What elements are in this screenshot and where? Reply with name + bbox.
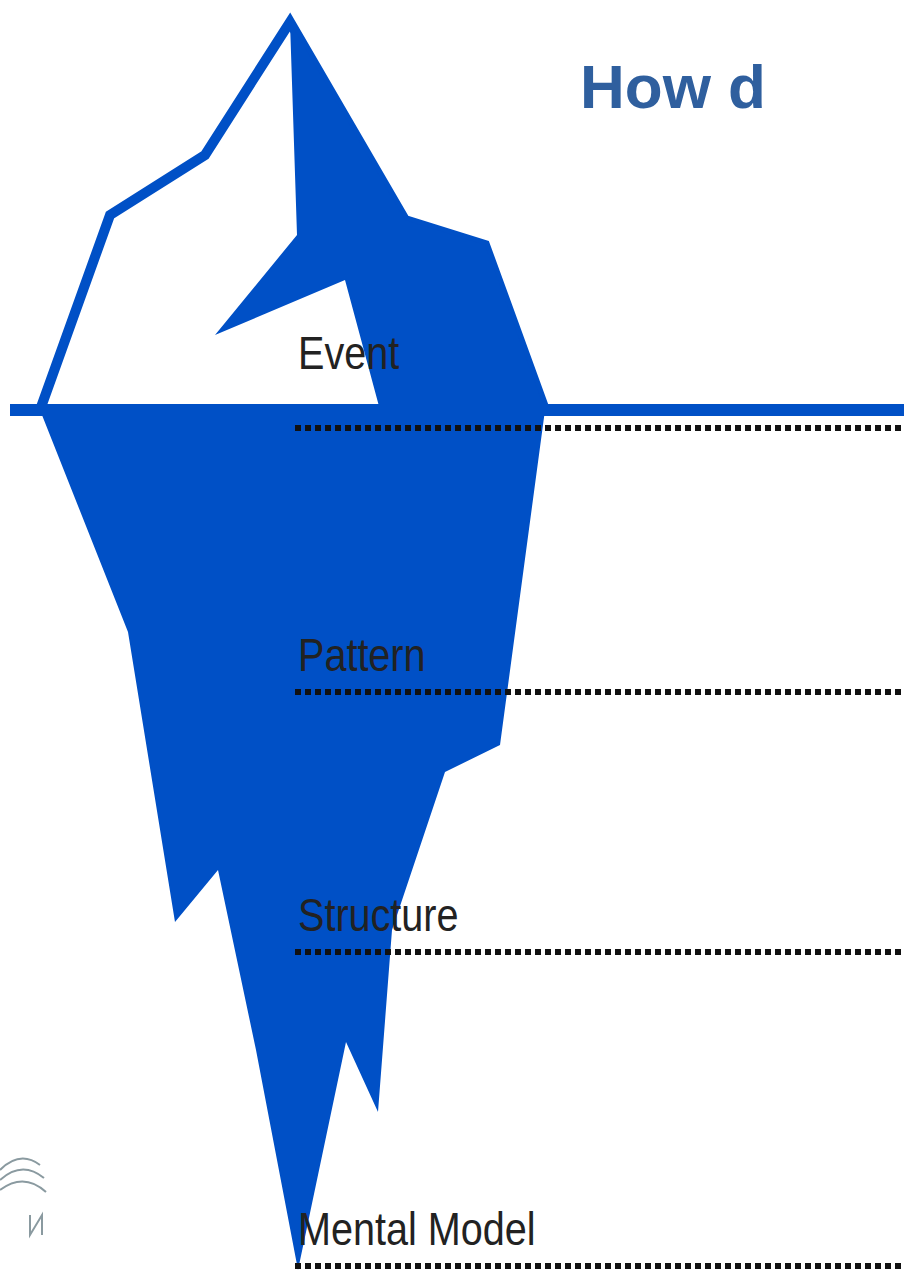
level-line xyxy=(295,689,904,695)
level-line xyxy=(295,949,904,955)
level-label: Pattern xyxy=(298,632,426,678)
level-label: Structure xyxy=(298,892,459,938)
iceberg-shade xyxy=(215,22,545,410)
level-label: Mental Model xyxy=(298,1206,535,1252)
diagram-title: How d xyxy=(580,56,766,118)
iceberg-underwater xyxy=(40,410,545,1270)
level-label: Event xyxy=(298,330,399,376)
iceberg-tip xyxy=(40,22,545,410)
logo-fragment xyxy=(0,1159,46,1235)
level-line xyxy=(295,425,904,431)
level-line xyxy=(295,1263,904,1269)
waterline xyxy=(10,404,904,416)
